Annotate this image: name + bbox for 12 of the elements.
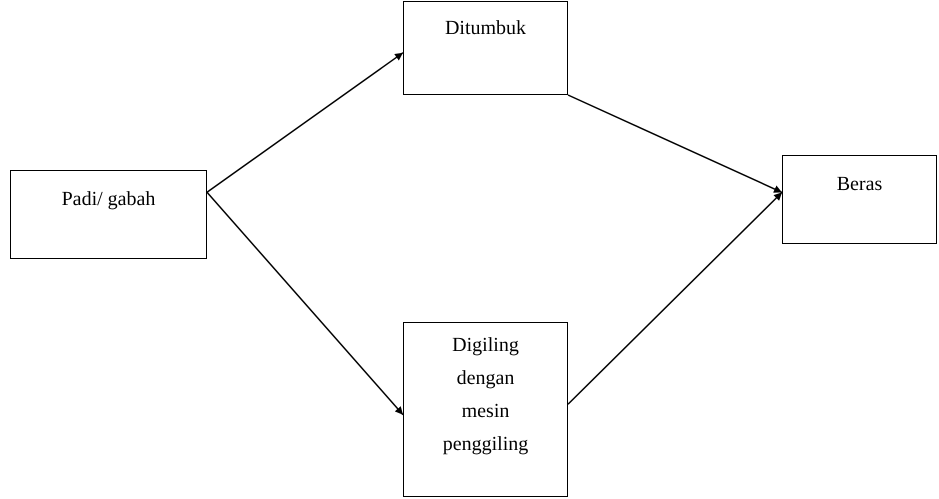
arrow xyxy=(206,192,404,416)
box-label: Padi/ gabah xyxy=(60,187,156,212)
box-label: Ditumbuk xyxy=(444,16,528,41)
process-box xyxy=(10,170,207,259)
box-label: Beras xyxy=(836,172,884,197)
arrow xyxy=(206,52,404,193)
arrow xyxy=(568,94,782,194)
process-box xyxy=(403,322,568,497)
process-box xyxy=(782,155,937,244)
process-box xyxy=(403,1,568,95)
arrow xyxy=(567,192,783,405)
box-label: Digiling dengan mesin penggiling xyxy=(442,333,530,457)
